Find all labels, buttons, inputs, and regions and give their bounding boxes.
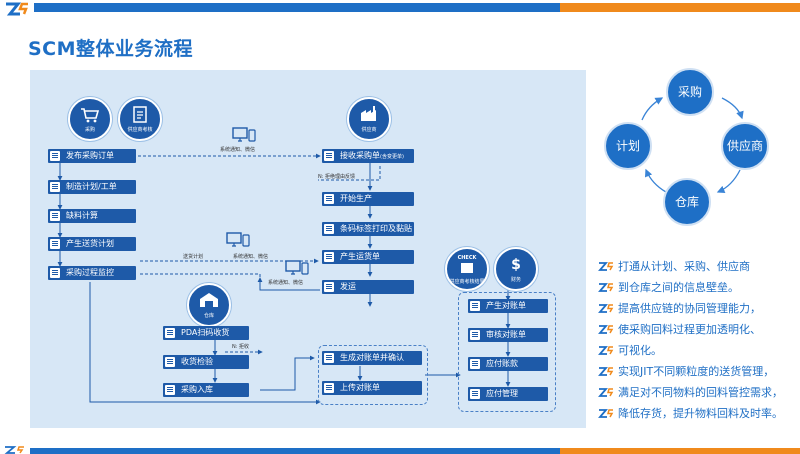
monitor-phone-icon <box>226 232 250 247</box>
list-item: 到仓库之间的信息壁垒。 <box>598 277 798 298</box>
list-item: 满足对不同物料的回料管控需求， <box>598 382 798 403</box>
step-publish-po: 发布采购订单 <box>48 149 136 163</box>
step-make-plan: 制造计划/工单 <box>48 180 136 194</box>
logo-bullet-icon <box>598 409 614 418</box>
logo-bullet-icon <box>598 346 614 355</box>
list-item: 提高供应链的协同管理能力， <box>598 298 798 319</box>
note-notify-2: 系统通知、微信 <box>233 254 269 260</box>
check-circle-icon: CHECK 供应商考核结果 <box>445 247 489 291</box>
monitor-phone-icon <box>285 260 309 275</box>
logo-icon <box>4 446 24 454</box>
logo-bullet-icon <box>598 283 614 292</box>
cycle-node-warehouse: 仓库 <box>663 178 711 226</box>
note-reject: N: 拒收 <box>232 344 250 350</box>
supplier-exam-circle-icon: 供应商考核 <box>118 97 162 141</box>
note-reject-reason: N: 拒绝理由反馈 <box>318 174 356 180</box>
step-upload-statement: 上传对账单 <box>322 381 422 395</box>
cycle-node-plan: 计划 <box>604 122 652 170</box>
supplier-circle-icon: 供应商 <box>347 97 391 141</box>
list-item: 实现JIT不同颗粒度的送货管理， <box>598 361 798 382</box>
step-shortage: 缺料计算 <box>48 209 136 223</box>
logo-icon <box>6 2 28 16</box>
logo-bullet-icon <box>598 388 614 397</box>
logo-bullet-icon <box>598 367 614 376</box>
cycle-node-purchase: 采购 <box>666 68 714 116</box>
warehouse-circle-icon: 仓库 <box>187 283 231 327</box>
note-notify-1: 系统通知、微信 <box>220 147 256 153</box>
step-pay-manage: 应付管理 <box>468 387 548 401</box>
step-ship-plan: 产生送货计划 <box>48 237 136 251</box>
cycle-node-supplier: 供应商 <box>721 122 769 170</box>
step-payable: 应付账款 <box>468 357 548 371</box>
cycle-arrows <box>641 97 744 194</box>
list-item: 降低存货，提升物料回料及时率。 <box>598 403 798 424</box>
logo-bullet-icon <box>598 325 614 334</box>
monitor-phone-icon <box>232 127 256 142</box>
step-inspect: 收货检验 <box>163 355 249 369</box>
step-ship-order: 产生运货单 <box>322 250 414 264</box>
purchase-circle-icon: 采购 <box>68 97 112 141</box>
step-review-statement: 审核对账单 <box>468 328 548 342</box>
step-label-print: 条码标签打印及黏贴 <box>322 222 414 236</box>
step-stock-in: 采购入库 <box>163 383 249 397</box>
step-start-prod: 开始生产 <box>322 192 414 206</box>
statement-group <box>318 345 428 405</box>
page-title: SCM整体业务流程 <box>28 38 194 60</box>
step-create-statement: 产生对账单 <box>468 299 548 313</box>
list-item: 使采购回料过程更加透明化、 <box>598 319 798 340</box>
top-bar <box>0 0 800 16</box>
logo-bullet-icon <box>598 262 614 271</box>
list-item: 可视化。 <box>598 340 798 361</box>
step-ship: 发运 <box>322 280 414 294</box>
note-send-plan: 送货计划 <box>183 254 204 260</box>
list-item: 打通从计划、采购、供应商 <box>598 256 798 277</box>
step-monitor: 采购过程监控 <box>48 266 136 280</box>
finance-group <box>458 292 556 412</box>
note-notify-3: 系统通知、微信 <box>268 280 304 286</box>
benefit-list: 打通从计划、采购、供应商 到仓库之间的信息壁垒。 提高供应链的协同管理能力， 使… <box>598 256 798 424</box>
step-gen-statement: 生成对账单并确认 <box>322 351 422 365</box>
step-receive-po: 接收采购单(含变更单) <box>322 149 414 163</box>
step-pda: PDA扫码收货 <box>163 326 249 340</box>
logo-bullet-icon <box>598 304 614 313</box>
finance-circle-icon: $ 财务 <box>494 247 538 291</box>
bottom-bar <box>0 446 800 454</box>
